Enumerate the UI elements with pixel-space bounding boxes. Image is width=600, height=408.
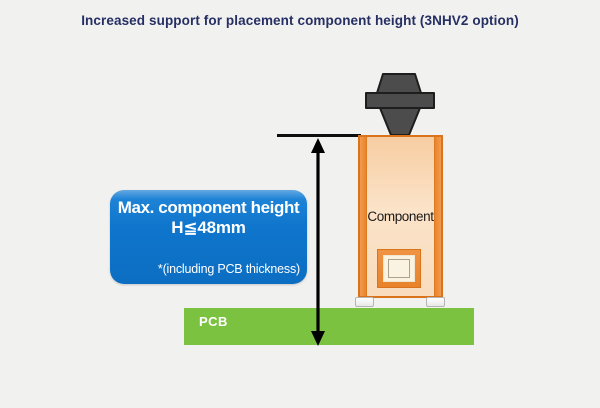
component-box: Component [358,135,443,298]
component-label: Component [367,209,434,224]
component-foot-right [426,297,445,307]
page-title: Increased support for placement componen… [81,13,519,28]
pcb-bar: PCB [184,308,474,345]
component-chip [377,249,421,288]
component-chip-inner [383,255,415,282]
component-foot-left [355,297,374,307]
callout-title: Max. component height [117,198,300,217]
component-left-edge [360,137,367,296]
placement-nozzle-icon [365,73,435,136]
component-chip-core [388,259,410,278]
height-callout: Max. component height H≦48mm *(including… [110,190,307,284]
measure-reference-line [277,134,361,137]
callout-value: H≦48mm [171,218,246,237]
callout-note: *(including PCB thickness) [157,262,300,276]
component-right-edge [434,137,441,296]
pcb-label: PCB [199,314,228,329]
height-arrow [311,138,325,346]
